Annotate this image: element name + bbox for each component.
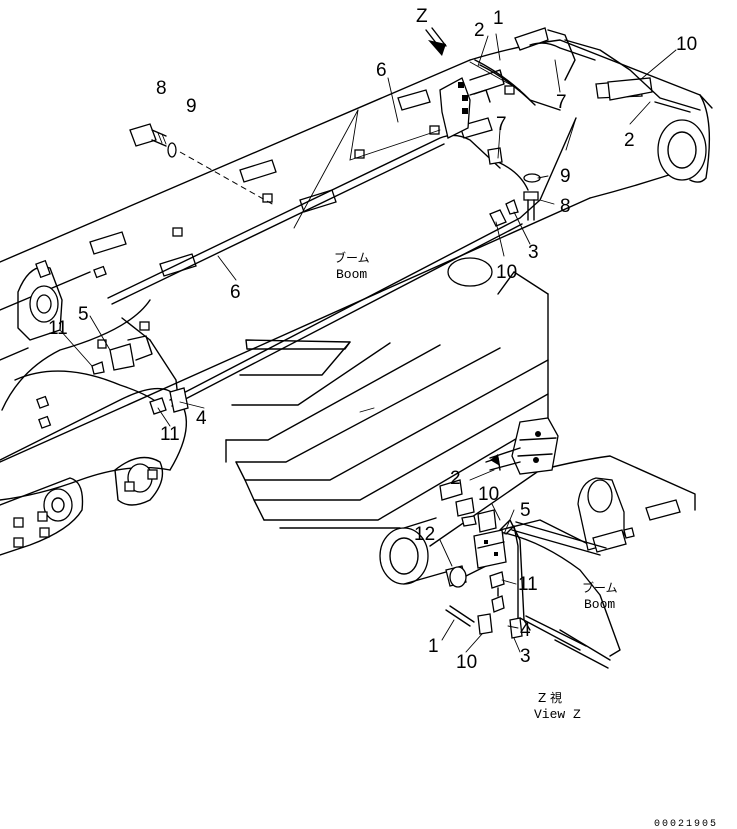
- view-arrow-icon: [428, 40, 446, 56]
- part-label: 2: [474, 20, 485, 41]
- part-label: 12: [414, 524, 435, 545]
- part-label: 6: [376, 60, 387, 81]
- part-label: 5: [520, 500, 531, 521]
- boom-label-main: ブーム Boom: [334, 250, 370, 282]
- part-labels: 1 2 10 6 8 9 7 2 7 9 8 3 10 6 5 11 11 4 …: [48, 8, 697, 673]
- part-label: 1: [428, 636, 439, 657]
- part-label: 7: [496, 114, 507, 135]
- part-label: 4: [520, 620, 531, 641]
- boom-label-view-jp: ブーム: [582, 580, 618, 595]
- part-label: 6: [230, 282, 241, 303]
- boom-foot-pin-boss: [17, 259, 63, 341]
- part-label: 11: [518, 574, 538, 595]
- mounting-blocks: [13, 85, 515, 548]
- part-label: 10: [496, 262, 517, 283]
- part-label: 3: [520, 646, 531, 667]
- view-caption-en: View Z: [534, 707, 581, 722]
- view-caption: Z 視 View Z: [534, 690, 581, 722]
- part-label: 2: [624, 130, 635, 151]
- view-marker-letter: Z: [416, 6, 428, 27]
- view-z-detail: [379, 417, 696, 669]
- part-label: 10: [478, 484, 499, 505]
- upper-manifold: [439, 29, 701, 139]
- part-label: 2: [450, 468, 461, 489]
- leader-lines-main: [59, 33, 677, 427]
- part-label: 8: [560, 196, 571, 217]
- part-label: 4: [196, 408, 207, 429]
- boom-main-body: [0, 39, 713, 556]
- part-label: 3: [528, 242, 539, 263]
- bolt-8-washer-9-right: [497, 161, 541, 221]
- hydraulic-pipes: [14, 59, 577, 407]
- fittings-11-5-left: [91, 335, 189, 415]
- boom-label-view-en: Boom: [584, 597, 615, 612]
- view-z-arrow-graphic: [225, 271, 549, 529]
- part-label: 10: [676, 34, 697, 55]
- view-marker: Z: [416, 6, 447, 56]
- bolt-8-washer-9-upper: [129, 123, 275, 206]
- boom-label-main-jp: ブーム: [334, 250, 370, 265]
- part-label: 7: [556, 92, 567, 113]
- part-label: 11: [48, 318, 68, 339]
- boom-label-view: ブーム Boom: [582, 580, 618, 612]
- part-label: 5: [78, 304, 89, 325]
- view-caption-jp: Z 視: [538, 690, 562, 705]
- drawing-number: 00021905: [654, 819, 718, 829]
- part-label: 10: [456, 652, 477, 673]
- part-label: 8: [156, 78, 167, 99]
- part-label: 1: [493, 8, 504, 29]
- part-label: 9: [186, 96, 197, 117]
- boom-label-main-en: Boom: [336, 267, 367, 282]
- part-label: 11: [160, 424, 180, 445]
- boom-arm-pin-boss: [43, 456, 164, 522]
- part-label: 9: [560, 166, 571, 187]
- boom-top-pin-boss: [657, 94, 711, 183]
